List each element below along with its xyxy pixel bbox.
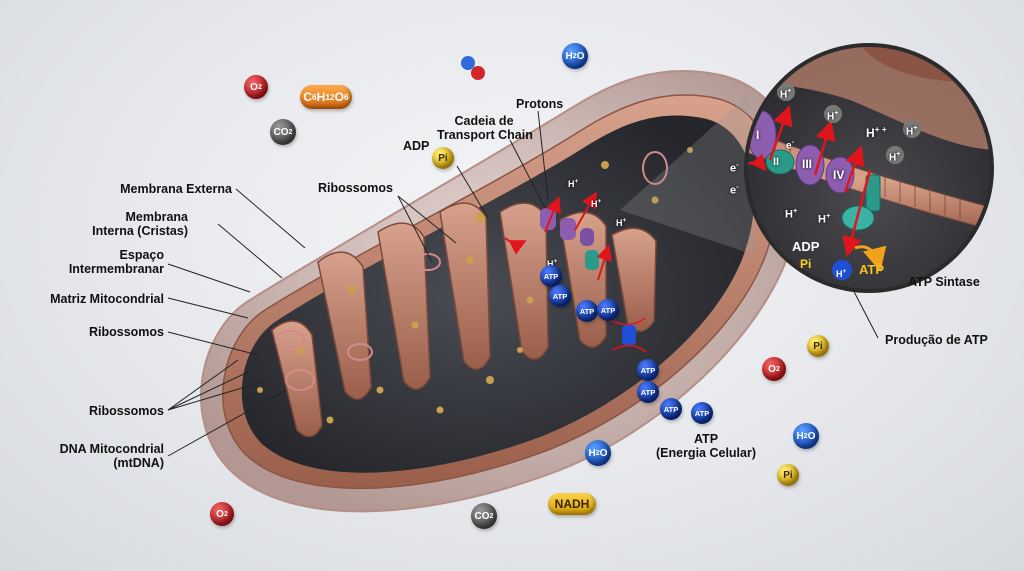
label-membrana-externa: Membrana Externa	[120, 182, 232, 196]
inset-pi: Pi	[800, 257, 812, 271]
atp-molecule: ATP	[576, 300, 598, 322]
inset-complex-iv: IV	[833, 168, 845, 182]
label-atp-sintase: ATP Sintase	[908, 275, 980, 289]
zoom-cone	[620, 95, 755, 255]
inset-h-5: H+	[889, 151, 901, 164]
label-adp: ADP	[403, 139, 430, 153]
inset-h-3: H+ +	[866, 124, 887, 140]
etc-complexes	[504, 191, 613, 281]
inset-ring	[744, 43, 994, 293]
inset-h-7: H+	[818, 211, 831, 226]
atp-molecule: ATP	[540, 265, 562, 287]
label-matriz-mitocondrial: Matriz Mitocondrial	[50, 292, 164, 306]
inset-h-4: H+	[906, 125, 918, 138]
proton-inner-2: H+	[591, 198, 602, 209]
label-dna-mitocondrial: DNA Mitocondrial(mtDNA)	[59, 442, 164, 470]
pi-molecule-label: Pi	[432, 147, 454, 169]
inset-complex-ii: II	[773, 156, 780, 168]
atp-transporter	[609, 317, 647, 353]
label-producao-atp: Produção de ATP	[885, 333, 988, 347]
proton-inner-4: H+	[547, 258, 558, 269]
inset-e-1: e-	[730, 160, 739, 175]
atp-molecule: ATP	[660, 398, 682, 420]
atp-molecule: ATP	[637, 381, 659, 403]
inset-e-3: e-	[786, 139, 794, 152]
inset-h-2: H+	[827, 110, 839, 123]
proton-inner-1: H+	[568, 178, 579, 189]
inset-h-1: H+	[780, 88, 792, 101]
label-ribossomos-lower: Ribossomos	[88, 404, 164, 418]
inset-h-6: H+	[785, 206, 798, 221]
label-protons: Protons	[516, 97, 564, 111]
nadh-molecule: NADH	[548, 493, 596, 515]
inset-atp: ATP	[859, 262, 885, 277]
inset-adp: ADP	[792, 239, 820, 254]
proton-inner-3: H+	[616, 217, 627, 228]
label-ribossomos-top: Ribossomos	[318, 181, 394, 195]
atp-molecule: ATP	[597, 299, 619, 321]
label-atp-energia: ATP(Energia Celular)	[655, 432, 757, 460]
oxygen-molecule-icon	[461, 56, 485, 80]
inset-h-atp: H+	[836, 268, 847, 279]
atp-molecule: ATP	[549, 285, 571, 307]
inset-e-2: e-	[730, 182, 739, 197]
inset-complex-i: I	[756, 128, 760, 142]
pi-molecule: Pi	[777, 464, 799, 486]
atp-molecule: ATP	[691, 402, 713, 424]
label-ribossomos-left: Ribossomos	[88, 325, 164, 339]
atp-molecule: ATP	[637, 359, 659, 381]
pi-molecule: Pi	[807, 335, 829, 357]
inset-complex-iii: III	[802, 157, 813, 171]
cristae	[271, 202, 657, 438]
